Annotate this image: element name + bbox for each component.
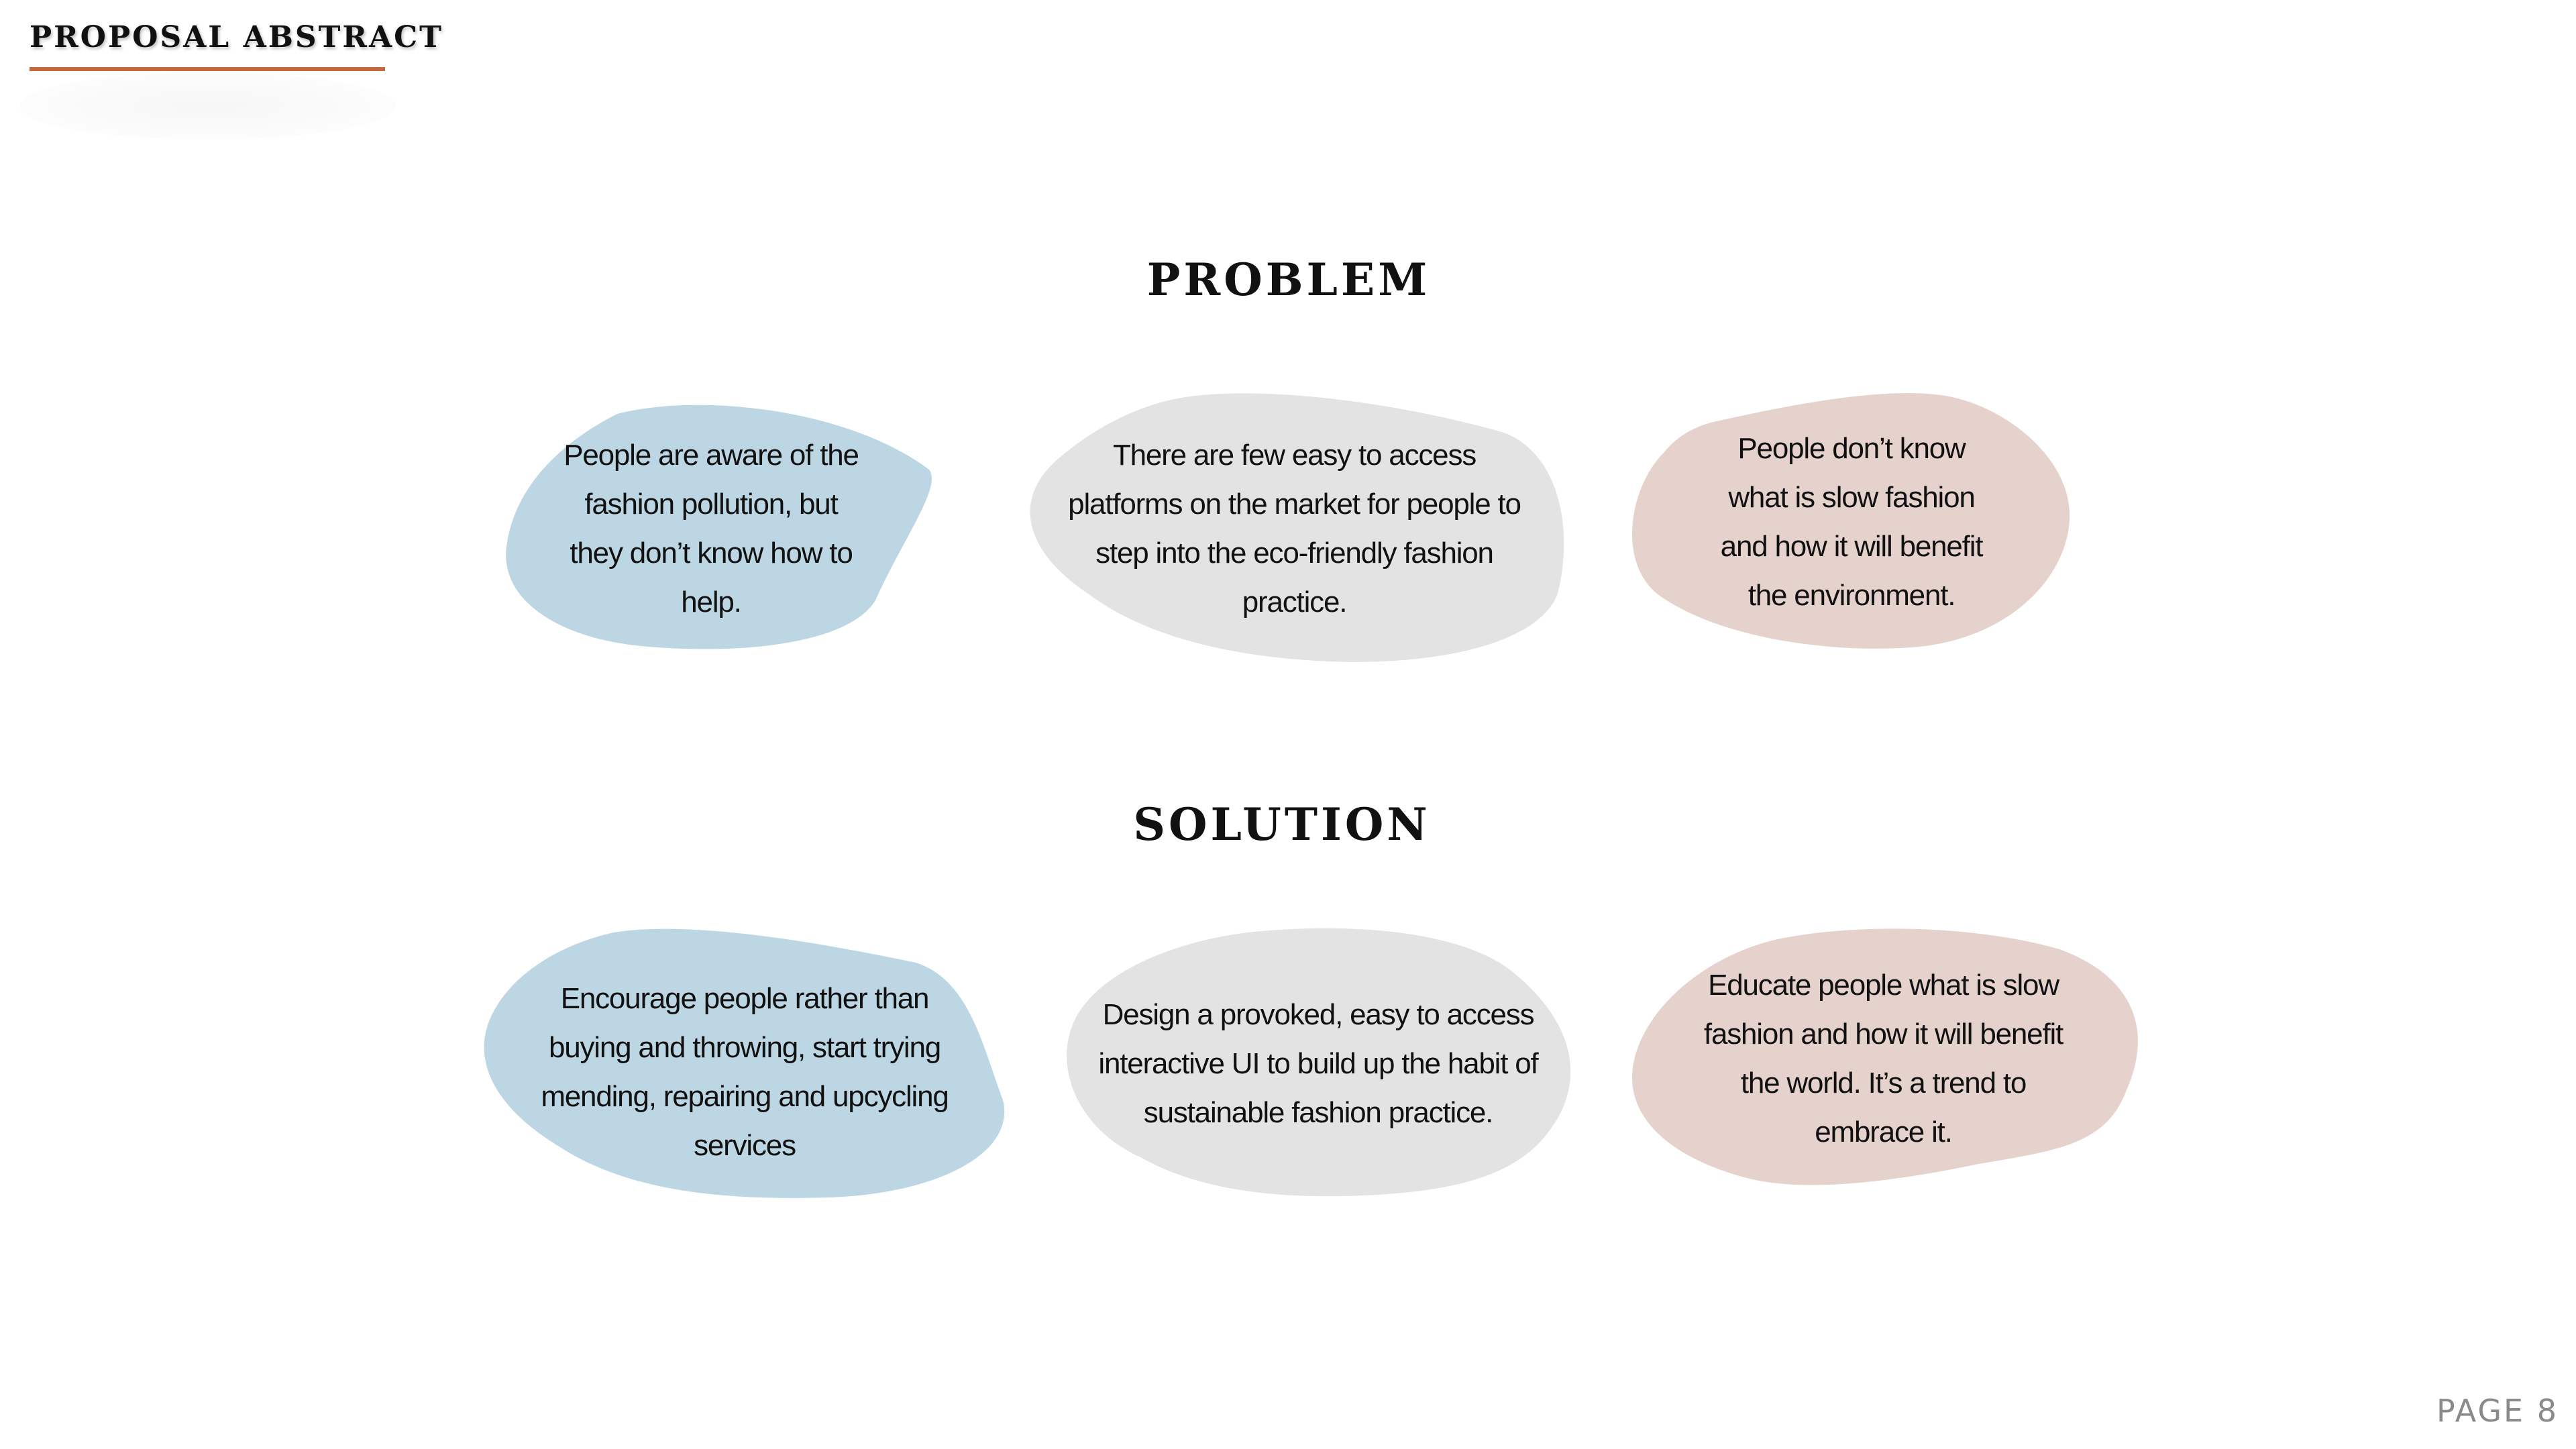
section-label: PROPOSAL ABSTRACT: [30, 20, 443, 54]
blob-shape: [1067, 928, 1571, 1197]
problem-card-awareness: People are aware of the fashion pollutio…: [500, 405, 936, 651]
section-label-underline: [30, 67, 385, 71]
problem-card-platforms-text: There are few easy to access platforms o…: [1068, 438, 1521, 619]
problem-card-slow-fashion-text: People don’t know what is slow fashion a…: [1720, 431, 1984, 612]
problem-card-platforms: There are few easy to access platforms o…: [1021, 392, 1568, 664]
solution-card-repair: Encourage people rather than buying and …: [480, 926, 1006, 1198]
solution-card-interactive-ui-text: Design a provoked, easy to access intera…: [1098, 998, 1538, 1129]
page-number: PAGE 8: [2436, 1393, 2559, 1429]
problem-card-slow-fashion: People don’t know what is slow fashion a…: [1630, 392, 2073, 651]
header-shadow: [20, 72, 396, 140]
problem-heading: PROBLEM: [1146, 254, 1431, 306]
solution-card-educate-text: Educate people what is slow fashion and …: [1703, 968, 2063, 1148]
blob-shape: [1631, 928, 2138, 1185]
problem-card-awareness-text: People are aware of the fashion pollutio…: [564, 438, 859, 619]
blob-shape: [484, 928, 1005, 1198]
solution-heading: SOLUTION: [1133, 798, 1431, 851]
solution-card-interactive-ui: Design a provoked, easy to access intera…: [1060, 928, 1576, 1197]
blob-shape: [506, 405, 932, 649]
solution-card-educate: Educate people what is slow fashion and …: [1630, 928, 2138, 1187]
solution-card-repair-text: Encourage people rather than buying and …: [541, 981, 949, 1162]
blob-shape: [1631, 392, 2070, 649]
blob-shape: [1030, 393, 1564, 662]
